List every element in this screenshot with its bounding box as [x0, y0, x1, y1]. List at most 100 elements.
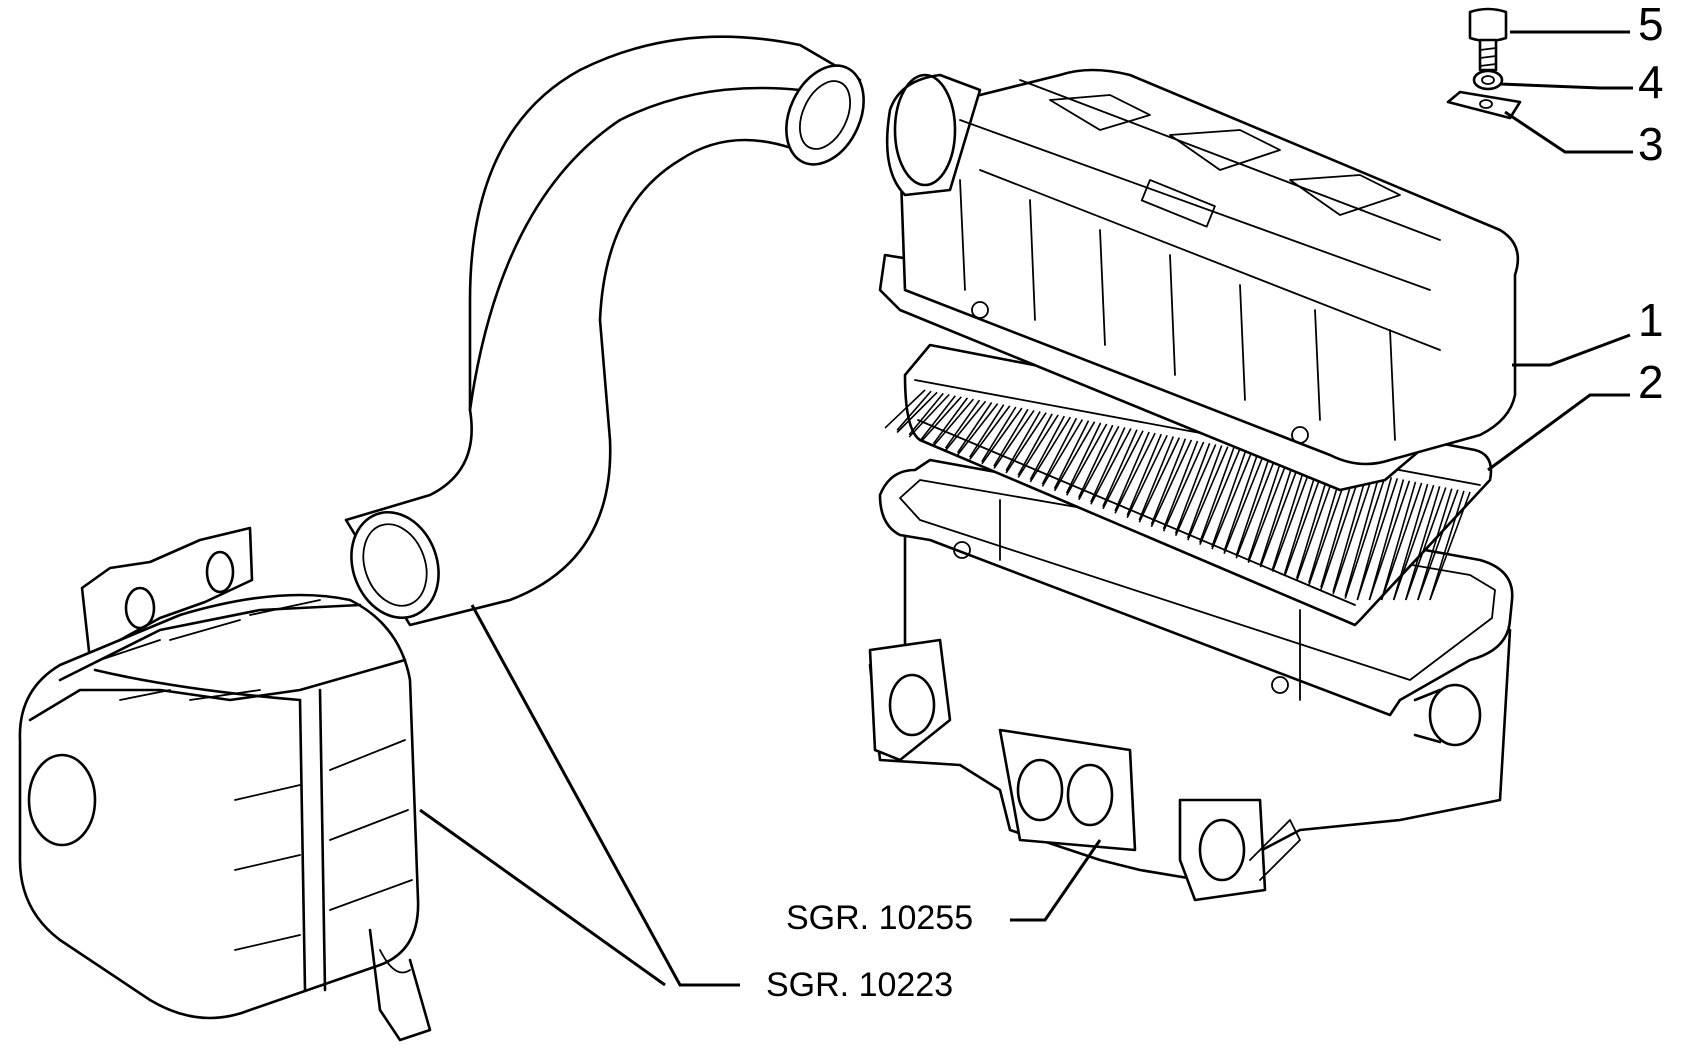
pleat-line [1271, 462, 1314, 572]
intake-hose [344, 35, 865, 627]
pleat-line [1380, 481, 1417, 601]
pleat-line [1259, 458, 1296, 566]
pleat-line [1053, 420, 1090, 489]
pleat-line [1211, 449, 1247, 548]
pleat-line [1429, 490, 1465, 601]
filter-element [884, 343, 1493, 627]
pleat-line [1150, 438, 1187, 525]
pleat-line [1259, 460, 1302, 568]
pleat-line [1235, 455, 1277, 559]
callout-3: 3 [1638, 118, 1664, 170]
callout-1: 1 [1638, 294, 1664, 346]
pleat-line [993, 409, 1035, 469]
pleat-line [981, 406, 1017, 463]
pleat-line [884, 389, 926, 429]
pleat-line [1029, 415, 1066, 480]
filter-cover [878, 68, 1520, 492]
pleat-line [1102, 429, 1138, 507]
pleat-line [1017, 414, 1059, 478]
pleat-line [896, 391, 938, 434]
pleat-line [1320, 471, 1362, 590]
pleat-line [932, 398, 975, 447]
pleat-line [1017, 413, 1053, 476]
pleat-line [1417, 489, 1459, 601]
pleat-line [1187, 446, 1229, 541]
callout-labels: 5 4 3 1 2 SGR. 10255 SGR. 10223 [766, 0, 1664, 1004]
filter-pleats [884, 389, 1471, 601]
pleat-line [1211, 450, 1253, 550]
pleat-line [1404, 486, 1441, 601]
pleat-line [1174, 443, 1211, 534]
screw-5 [1468, 7, 1508, 72]
pleat-line [969, 405, 1011, 460]
pleat-line [1005, 412, 1047, 474]
pleat-line [1320, 470, 1356, 588]
pleat-line [1090, 428, 1132, 505]
pleat-line [1114, 432, 1156, 514]
pleat-line [1380, 482, 1423, 601]
pleat-line [1138, 437, 1181, 523]
pleat-line [956, 402, 993, 454]
pleat-line [1405, 487, 1447, 601]
pleat-line [944, 399, 981, 449]
pleat-line [1429, 491, 1471, 601]
pleat-line [944, 400, 987, 451]
pleat-line [1029, 416, 1071, 483]
pleat-line [1126, 434, 1168, 519]
pleat-line [1114, 431, 1150, 512]
pleat-line [920, 396, 962, 443]
pleat-line [1126, 433, 1162, 516]
pleat-line [1223, 452, 1259, 552]
pleat-line [1356, 477, 1393, 601]
pleat-line [1235, 454, 1271, 557]
pleat-line [1356, 478, 1399, 601]
pleat-line [1150, 439, 1193, 528]
pleat-line [1247, 456, 1284, 561]
pleat-line [1066, 423, 1108, 496]
pleat-line [1199, 447, 1235, 543]
pleat-line [1283, 464, 1326, 577]
pleat-line [1162, 440, 1199, 530]
callout-2: 2 [1638, 356, 1664, 408]
pleat-line [1102, 430, 1144, 510]
pleat-line [1186, 445, 1223, 539]
pleat-line [1344, 474, 1380, 597]
pleat-line [1078, 425, 1120, 501]
pleat-line [1041, 419, 1084, 487]
pleat-line [1053, 421, 1096, 492]
pleat-line [1344, 475, 1386, 599]
callout-5: 5 [1638, 0, 1664, 50]
resonator-box [18, 526, 432, 1042]
bracket-3 [1446, 90, 1522, 120]
pleat-line [896, 390, 932, 431]
pleat-line [1392, 484, 1435, 601]
pleat-line [1247, 457, 1290, 563]
pleat-line [1174, 444, 1217, 537]
pleat-line [1223, 453, 1265, 554]
pleat-line [957, 403, 999, 456]
reference-sgr-10223: SGR. 10223 [766, 966, 953, 1004]
pleat-line [1368, 480, 1411, 601]
pleat-line [1065, 422, 1102, 494]
pleat-line [920, 395, 956, 440]
pleat-line [981, 407, 1023, 465]
pleat-line [932, 397, 969, 445]
pleat-line [1162, 441, 1205, 532]
pleat-line [908, 392, 944, 436]
callout-4: 4 [1638, 56, 1664, 108]
leader-lines [419, 30, 1633, 987]
pleat-line [1368, 479, 1405, 601]
pleat-line [1041, 417, 1078, 485]
washer-4 [1472, 69, 1504, 91]
pleat-line [1005, 411, 1041, 471]
pleat-line [1077, 424, 1114, 498]
pleat-line [1271, 461, 1308, 570]
pleat-line [1332, 473, 1374, 595]
reference-sgr-10255: SGR. 10255 [786, 899, 973, 937]
pleat-line [1199, 448, 1241, 546]
pleat-line [1392, 483, 1429, 601]
pleat-line [1283, 463, 1320, 575]
pleat-line [1090, 427, 1126, 503]
pleat-line [993, 408, 1029, 467]
